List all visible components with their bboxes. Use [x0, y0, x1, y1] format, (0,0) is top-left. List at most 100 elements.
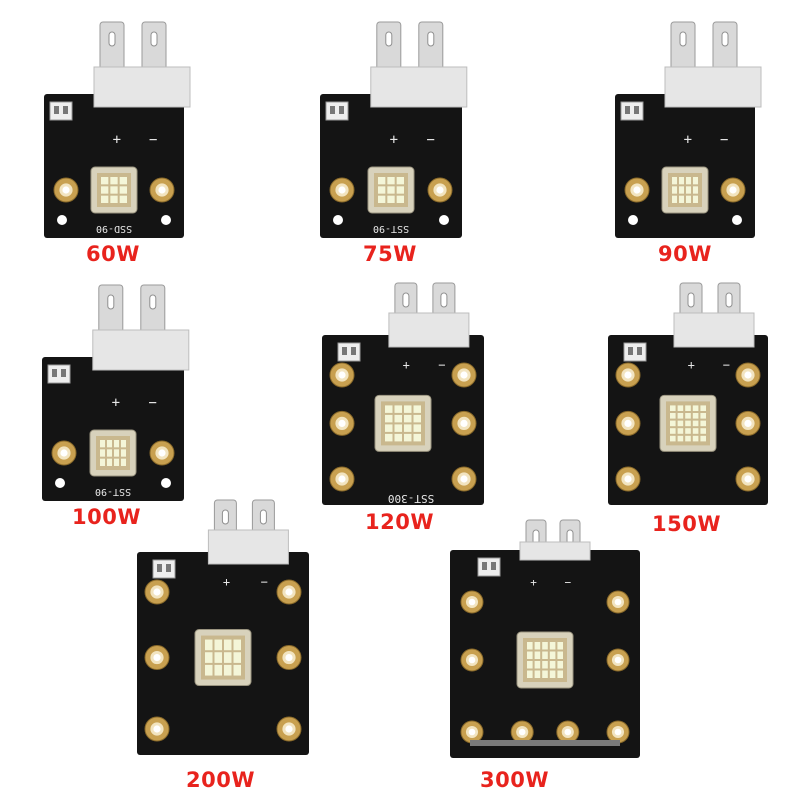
led-die	[394, 405, 402, 413]
led-die	[107, 458, 112, 466]
led-die	[534, 670, 541, 678]
led-die	[677, 413, 684, 419]
module-photo: +−SSD-90	[44, 21, 191, 238]
led-die	[121, 440, 126, 448]
led-die	[205, 652, 213, 663]
wattage-label-150w: 150W	[652, 512, 721, 536]
plus-mark: +	[112, 395, 120, 411]
led-die	[387, 177, 395, 185]
silkscreen-text: SSD-90	[96, 223, 132, 234]
silkscreen-text: SST-90	[95, 486, 131, 497]
led-die	[670, 428, 676, 434]
led-die	[114, 440, 119, 448]
module-photo: +−SST-300	[322, 282, 484, 505]
led-die	[101, 195, 109, 203]
led-die	[119, 195, 127, 203]
led-module-60w: +−SSD-90	[44, 21, 191, 238]
led-die	[224, 639, 232, 651]
module-photo: +−SST-90	[42, 284, 190, 501]
led-die	[396, 177, 404, 185]
led-die	[387, 195, 395, 203]
led-die	[700, 435, 706, 442]
led-die	[693, 177, 698, 185]
led-die	[378, 177, 386, 185]
wattage-label-60w: 60W	[86, 242, 140, 266]
led-die	[557, 670, 563, 678]
led-die	[527, 661, 533, 669]
led-die	[413, 414, 421, 423]
led-module-90w: +−	[615, 21, 762, 238]
plus-mark: +	[403, 358, 410, 372]
led-die	[670, 420, 676, 427]
led-die	[693, 195, 698, 203]
pcb-via	[439, 215, 449, 225]
pcb-trace	[470, 740, 620, 746]
led-die	[527, 670, 533, 678]
led-die	[557, 661, 563, 669]
module-photo: + − SST-90	[320, 21, 468, 238]
led-die	[385, 414, 393, 423]
led-die	[549, 651, 556, 659]
led-die	[692, 405, 699, 411]
led-die	[679, 186, 684, 194]
led-die	[534, 642, 541, 650]
led-die	[100, 440, 105, 448]
led-die	[385, 405, 393, 413]
terminal-insulator	[92, 329, 190, 371]
module-photo: +−	[615, 21, 762, 238]
led-die	[700, 405, 706, 411]
wattage-label-75w: 75W	[363, 242, 417, 266]
jst-connector	[620, 101, 644, 121]
led-die	[224, 664, 232, 676]
wattage-label-120w: 120W	[365, 510, 434, 534]
led-die	[119, 186, 127, 194]
led-die	[394, 414, 402, 423]
led-die	[378, 186, 386, 194]
led-die	[107, 440, 112, 448]
terminal-insulator	[673, 312, 755, 348]
led-die	[670, 405, 676, 411]
pcb-via	[732, 215, 742, 225]
led-die	[385, 433, 393, 442]
led-die	[685, 428, 691, 434]
minus-mark: −	[427, 132, 435, 148]
led-die	[534, 661, 541, 669]
pcb-via	[333, 215, 343, 225]
plus-mark: +	[684, 132, 692, 148]
jst-connector	[49, 101, 73, 121]
jst-connector	[325, 101, 349, 121]
led-die	[686, 186, 691, 194]
jst-connector	[152, 559, 176, 579]
led-die	[527, 642, 533, 650]
plus-mark: +	[688, 358, 695, 372]
led-die	[394, 433, 402, 442]
led-die	[549, 661, 556, 669]
wattage-label-90w: 90W	[658, 242, 712, 266]
plus-mark: +	[390, 132, 398, 148]
led-module-120w: +−SST-300	[322, 282, 484, 505]
led-die	[396, 195, 404, 203]
minus-mark: −	[720, 132, 728, 148]
terminal-insulator	[388, 312, 470, 348]
led-die	[385, 424, 393, 432]
led-die	[107, 449, 112, 457]
led-die	[205, 664, 213, 676]
led-die	[233, 664, 241, 676]
led-die	[700, 428, 706, 434]
minus-mark: −	[438, 358, 445, 372]
led-die	[100, 458, 105, 466]
led-die	[677, 428, 684, 434]
pcb-via	[161, 215, 171, 225]
led-die	[542, 651, 548, 659]
led-die	[700, 413, 706, 419]
led-die	[692, 420, 699, 427]
wattage-label-200w: 200W	[186, 768, 255, 792]
silkscreen-text: SST-90	[373, 223, 409, 234]
led-die	[110, 177, 118, 185]
pcb-via	[161, 478, 171, 488]
led-die	[692, 413, 699, 419]
led-die	[387, 186, 395, 194]
terminal-insulator	[207, 529, 289, 565]
led-die	[692, 428, 699, 434]
led-module-150w: +−	[608, 282, 768, 505]
